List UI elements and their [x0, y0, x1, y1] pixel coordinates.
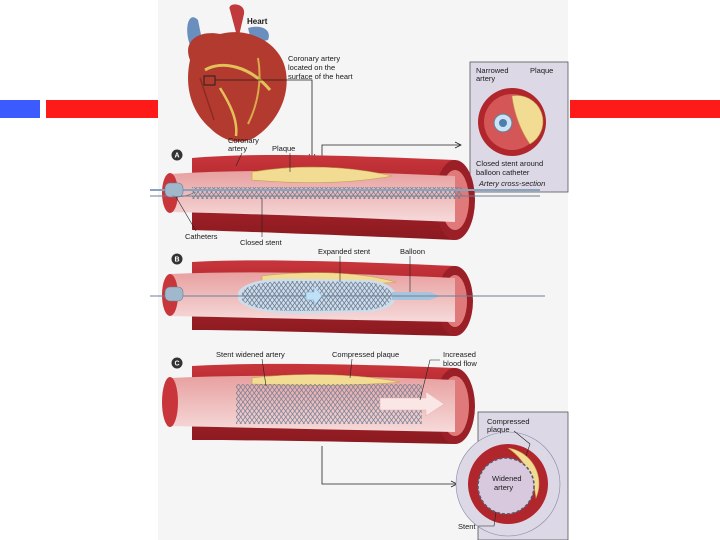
compressed-plaque-label: Compressed plaque	[332, 350, 399, 359]
step-c-artery	[162, 363, 475, 444]
step-a-marker	[171, 149, 183, 161]
widened-artery-line1: Widened	[492, 474, 522, 483]
expanded-stent-label: Expanded stent	[318, 247, 371, 256]
closed-stent-around-line2: balloon catheter	[476, 168, 530, 177]
inset-c-cross-section	[455, 411, 569, 540]
stent-widened-pointer	[261, 358, 267, 387]
compressed-plaque-inset-line2: plaque	[487, 425, 510, 434]
blood-flow-pointer	[419, 359, 440, 401]
red-bar-right	[570, 100, 720, 118]
step-c-letter: C	[174, 361, 179, 368]
heart-label: Heart	[247, 17, 268, 26]
inset-c-callout-line	[321, 446, 456, 485]
inset-c-stent-pointer	[478, 511, 497, 527]
step-b-artery	[150, 260, 545, 336]
step-c-marker	[171, 357, 183, 369]
coronary-artery-line2: artery	[228, 144, 247, 153]
blue-bar-left	[0, 100, 40, 118]
widened-artery-line2: artery	[494, 483, 513, 492]
inset-a-cross-section	[469, 61, 569, 193]
compressed-plaque-inset-line1: Compressed	[487, 417, 530, 426]
step-a-artery	[150, 154, 540, 240]
step-a-letter: A	[174, 153, 179, 160]
step-b-marker	[171, 253, 183, 265]
heart-callout-line	[215, 79, 313, 160]
coronary-location-line3: surface of the heart	[288, 72, 354, 81]
catheters-pointer	[175, 196, 197, 232]
balloon-label: Balloon	[400, 247, 425, 256]
artery-cross-section-caption: Artery cross-section	[478, 179, 545, 188]
inset-a-callout-arrow	[454, 141, 462, 149]
stent-widened-artery-label: Stent widened artery	[216, 350, 285, 359]
narrowed-artery-line2: artery	[476, 74, 495, 83]
red-bar-left	[46, 100, 158, 118]
step-b-letter: B	[174, 257, 179, 264]
narrowed-artery-line1: Narrowed	[476, 66, 509, 75]
coronary-location-line1: Coronary artery	[288, 54, 340, 63]
catheters-label: Catheters	[185, 232, 218, 241]
heart-illustration	[187, 4, 287, 142]
inset-a-plaque-label: Plaque	[530, 66, 553, 75]
coronary-highlight-box	[203, 75, 216, 86]
compressed-plaque-inset-pointer	[513, 430, 531, 457]
increased-blood-flow-line2: blood flow	[443, 359, 477, 368]
closed-stent-label: Closed stent	[240, 238, 283, 247]
step-a-plaque-label: Plaque	[272, 144, 295, 153]
coronary-artery-line1: Coronary	[228, 136, 259, 145]
compressed-plaque-pointer	[349, 358, 353, 379]
step-a-coronary-pointer	[235, 152, 243, 167]
increased-blood-flow-line1: Increased	[443, 350, 476, 359]
inset-c-stent-label: Stent	[458, 522, 476, 531]
coronary-location-line2: located on the	[288, 63, 335, 72]
closed-stent-around-line1: Closed stent around	[476, 159, 543, 168]
